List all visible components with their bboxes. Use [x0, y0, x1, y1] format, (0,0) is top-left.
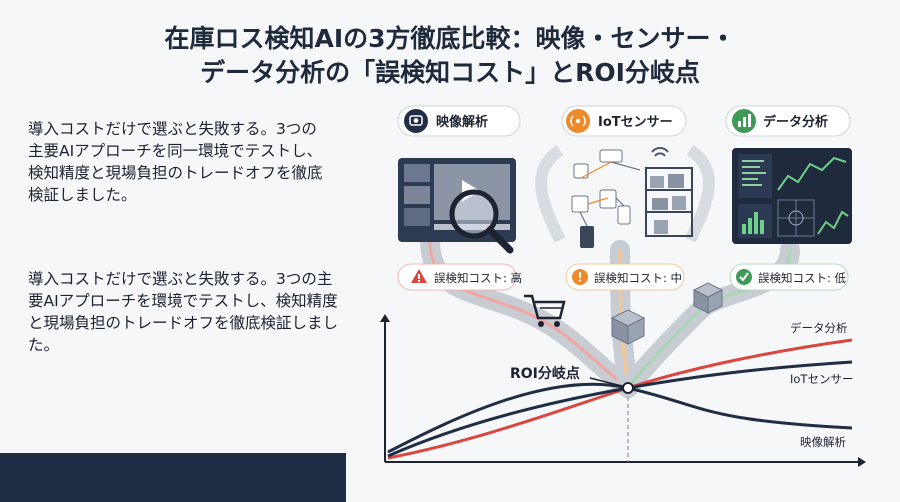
data-panel [732, 148, 852, 244]
pill-video: 映像解析 [397, 105, 521, 137]
footer-bar [0, 453, 346, 502]
cost-badge-iot: 誤検知コスト: 中 [565, 263, 685, 291]
pill-label-video: 映像解析 [436, 114, 488, 130]
shopping-cart-icon [524, 294, 566, 327]
pill-label-data: データ分析 [763, 114, 828, 130]
intro-paragraph-2: 導入コストだけで選ぶと失敗する。3つの主要AIアプローチを環境でテストし、検知精… [28, 270, 339, 354]
series-label-data: データ分析 [790, 321, 848, 335]
cost-label-iot: 誤検知コスト: 中 [594, 271, 682, 285]
warehouse-shelf [645, 167, 693, 237]
video-panel [398, 158, 516, 254]
title-line-1: 在庫ロス検知AIの3方徹底比較：映像・センサー・ [164, 24, 736, 53]
cost-badge-data: 誤検知コスト: 低 [729, 263, 849, 291]
branch-label: ROI分岐点 [510, 365, 580, 382]
iot-panel [571, 147, 693, 248]
cost-label-video: 誤検知コスト: 高 [434, 271, 522, 285]
comparison-illustration: 映像解析 IoTセンサー データ分析 [380, 105, 866, 467]
intro-paragraph-1: 導入コストだけで選ぶと失敗する。3つの主要AIアプローチを同一環境でテストし、検… [28, 120, 323, 204]
pill-iot: IoTセンサー [561, 105, 687, 137]
box-icon [610, 309, 646, 345]
series-label-iot: IoTセンサー [790, 372, 853, 386]
cost-badge-video: 誤検知コスト: 高 [397, 263, 522, 291]
title-line-2: データ分析の「誤検知コスト」とROI分岐点 [200, 58, 700, 87]
pill-label-iot: IoTセンサー [598, 115, 673, 130]
page-title: 在庫ロス検知AIの3方徹底比較：映像・センサー・ データ分析の「誤検知コスト」と… [0, 22, 900, 90]
cost-label-data: 誤検知コスト: 低 [758, 271, 847, 285]
wifi-icon [651, 147, 669, 157]
box-icon-2 [692, 282, 724, 314]
roi-chart: ROI分岐点 データ分析 IoTセンサー 映像解析 [380, 314, 866, 467]
magnifier-icon [449, 189, 499, 239]
series-label-video: 映像解析 [800, 435, 846, 449]
pill-data: データ分析 [725, 105, 851, 137]
branch-point [622, 382, 634, 394]
